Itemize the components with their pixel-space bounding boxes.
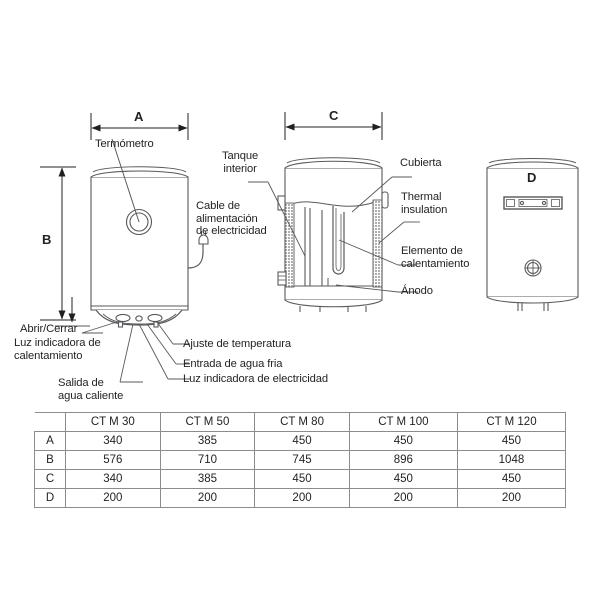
table-cell: 450 — [348, 431, 458, 451]
callout-power-cable: Cable de alimentación de electricidad — [196, 200, 267, 238]
callout-inner-tank: Tanque interior — [222, 150, 259, 175]
dimension-label-b: B — [42, 232, 52, 247]
callout-open-close: Abrir/Cerrar — [20, 323, 78, 335]
dimension-label-a: A — [134, 109, 144, 124]
callout-underlines-front — [55, 325, 190, 383]
table-cell: 340 — [65, 431, 161, 451]
callout-electricity-indicator: Luz indicadora de electricidad — [183, 373, 329, 385]
table-column-header: CT M 100 — [348, 412, 458, 432]
table-cell: 385 — [159, 469, 256, 489]
table-cell: 450 — [254, 469, 350, 489]
dimension-c — [284, 112, 383, 140]
table-column-header: CT M 30 — [65, 412, 161, 432]
table-column-header: CT M 50 — [159, 412, 256, 432]
callout-thermometer: Termómetro — [95, 138, 154, 150]
table-cell: 200 — [65, 488, 161, 508]
callout-leaders-cutaway — [248, 176, 420, 293]
callout-anode: Ánodo — [401, 285, 433, 297]
callout-cover: Cubierta — [400, 157, 442, 169]
table-cell: 745 — [254, 450, 350, 470]
table-row-header: D — [34, 488, 66, 508]
table-row-header: B — [34, 450, 66, 470]
table-column-header: CT M 80 — [254, 412, 350, 432]
dimension-label-d: D — [527, 170, 537, 185]
table-cell: 896 — [348, 450, 458, 470]
table-cell: 200 — [254, 488, 350, 508]
table-cell: 200 — [348, 488, 458, 508]
table-column-header: CT M 120 — [456, 412, 567, 432]
table-row-header: A — [34, 431, 66, 451]
figure-cutaway-view — [248, 112, 420, 312]
table-cell: 450 — [456, 431, 567, 451]
table-cell: 200 — [159, 488, 256, 508]
table-cell: 576 — [65, 450, 161, 470]
callout-hot-water-outlet: Salida de agua caliente — [58, 377, 124, 402]
figure-rear-view — [486, 158, 579, 311]
table-cell: 450 — [254, 431, 350, 451]
table-cell: 200 — [456, 488, 567, 508]
table-cell: 340 — [65, 469, 161, 489]
dimension-a — [90, 113, 189, 140]
callout-heating-indicator: Luz indicadora de calentamiento — [14, 337, 101, 362]
callout-temperature-adjust: Ajuste de temperatura — [183, 338, 291, 350]
figure-front-view — [40, 113, 209, 383]
table-row-header: C — [34, 469, 66, 489]
callout-thermal-insulation: Thermal insulation — [401, 191, 448, 216]
dimension-label-c: C — [329, 108, 339, 123]
callout-leaders-front — [81, 320, 177, 383]
table-cell: 450 — [348, 469, 458, 489]
table-corner-cell — [34, 412, 66, 432]
table-cell: 710 — [159, 450, 256, 470]
callout-cold-water-inlet: Entrada de agua fria — [183, 358, 283, 370]
table-cell: 1048 — [456, 450, 567, 470]
table-cell: 385 — [159, 431, 256, 451]
table-cell: 450 — [456, 469, 567, 489]
callout-heating-element: Elemento de calentamiento — [401, 245, 470, 270]
